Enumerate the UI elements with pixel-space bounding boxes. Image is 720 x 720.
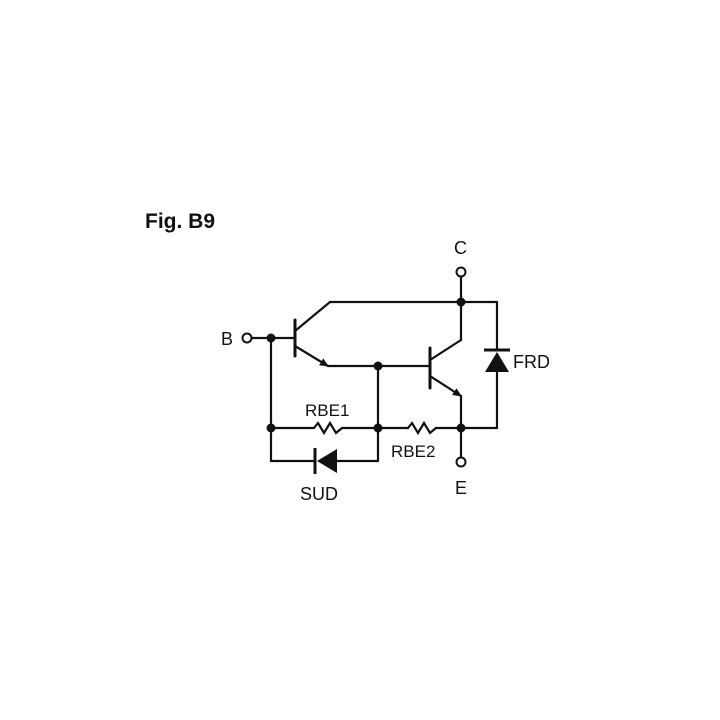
q2-collector-lead xyxy=(428,338,463,362)
rbe2-resistor xyxy=(406,420,438,436)
figure-title: Fig. B9 xyxy=(145,210,216,233)
junction-dot xyxy=(373,423,383,433)
terminal-base xyxy=(241,332,253,344)
junction-dot xyxy=(456,297,466,307)
label-sud: SUD xyxy=(300,484,338,504)
frd-diode xyxy=(484,348,510,372)
label-collector: C xyxy=(454,238,467,258)
sud-diode xyxy=(313,448,337,474)
terminal-emitter xyxy=(455,456,467,468)
q1-collector-lead xyxy=(293,300,332,333)
q2-emitter-lead xyxy=(428,374,463,398)
junction-dot xyxy=(266,423,276,433)
label-rbe1: RBE1 xyxy=(305,401,349,420)
label-base: B xyxy=(221,329,233,349)
label-rbe2: RBE2 xyxy=(391,442,435,461)
terminal-collector xyxy=(455,266,467,278)
q1-emitter-lead xyxy=(293,344,330,368)
junction-dot xyxy=(456,423,466,433)
rbe1-resistor xyxy=(312,420,344,436)
label-emitter: E xyxy=(455,478,467,498)
junction-dot xyxy=(266,333,276,343)
junction-dot xyxy=(373,361,383,371)
label-frd: FRD xyxy=(513,352,550,372)
